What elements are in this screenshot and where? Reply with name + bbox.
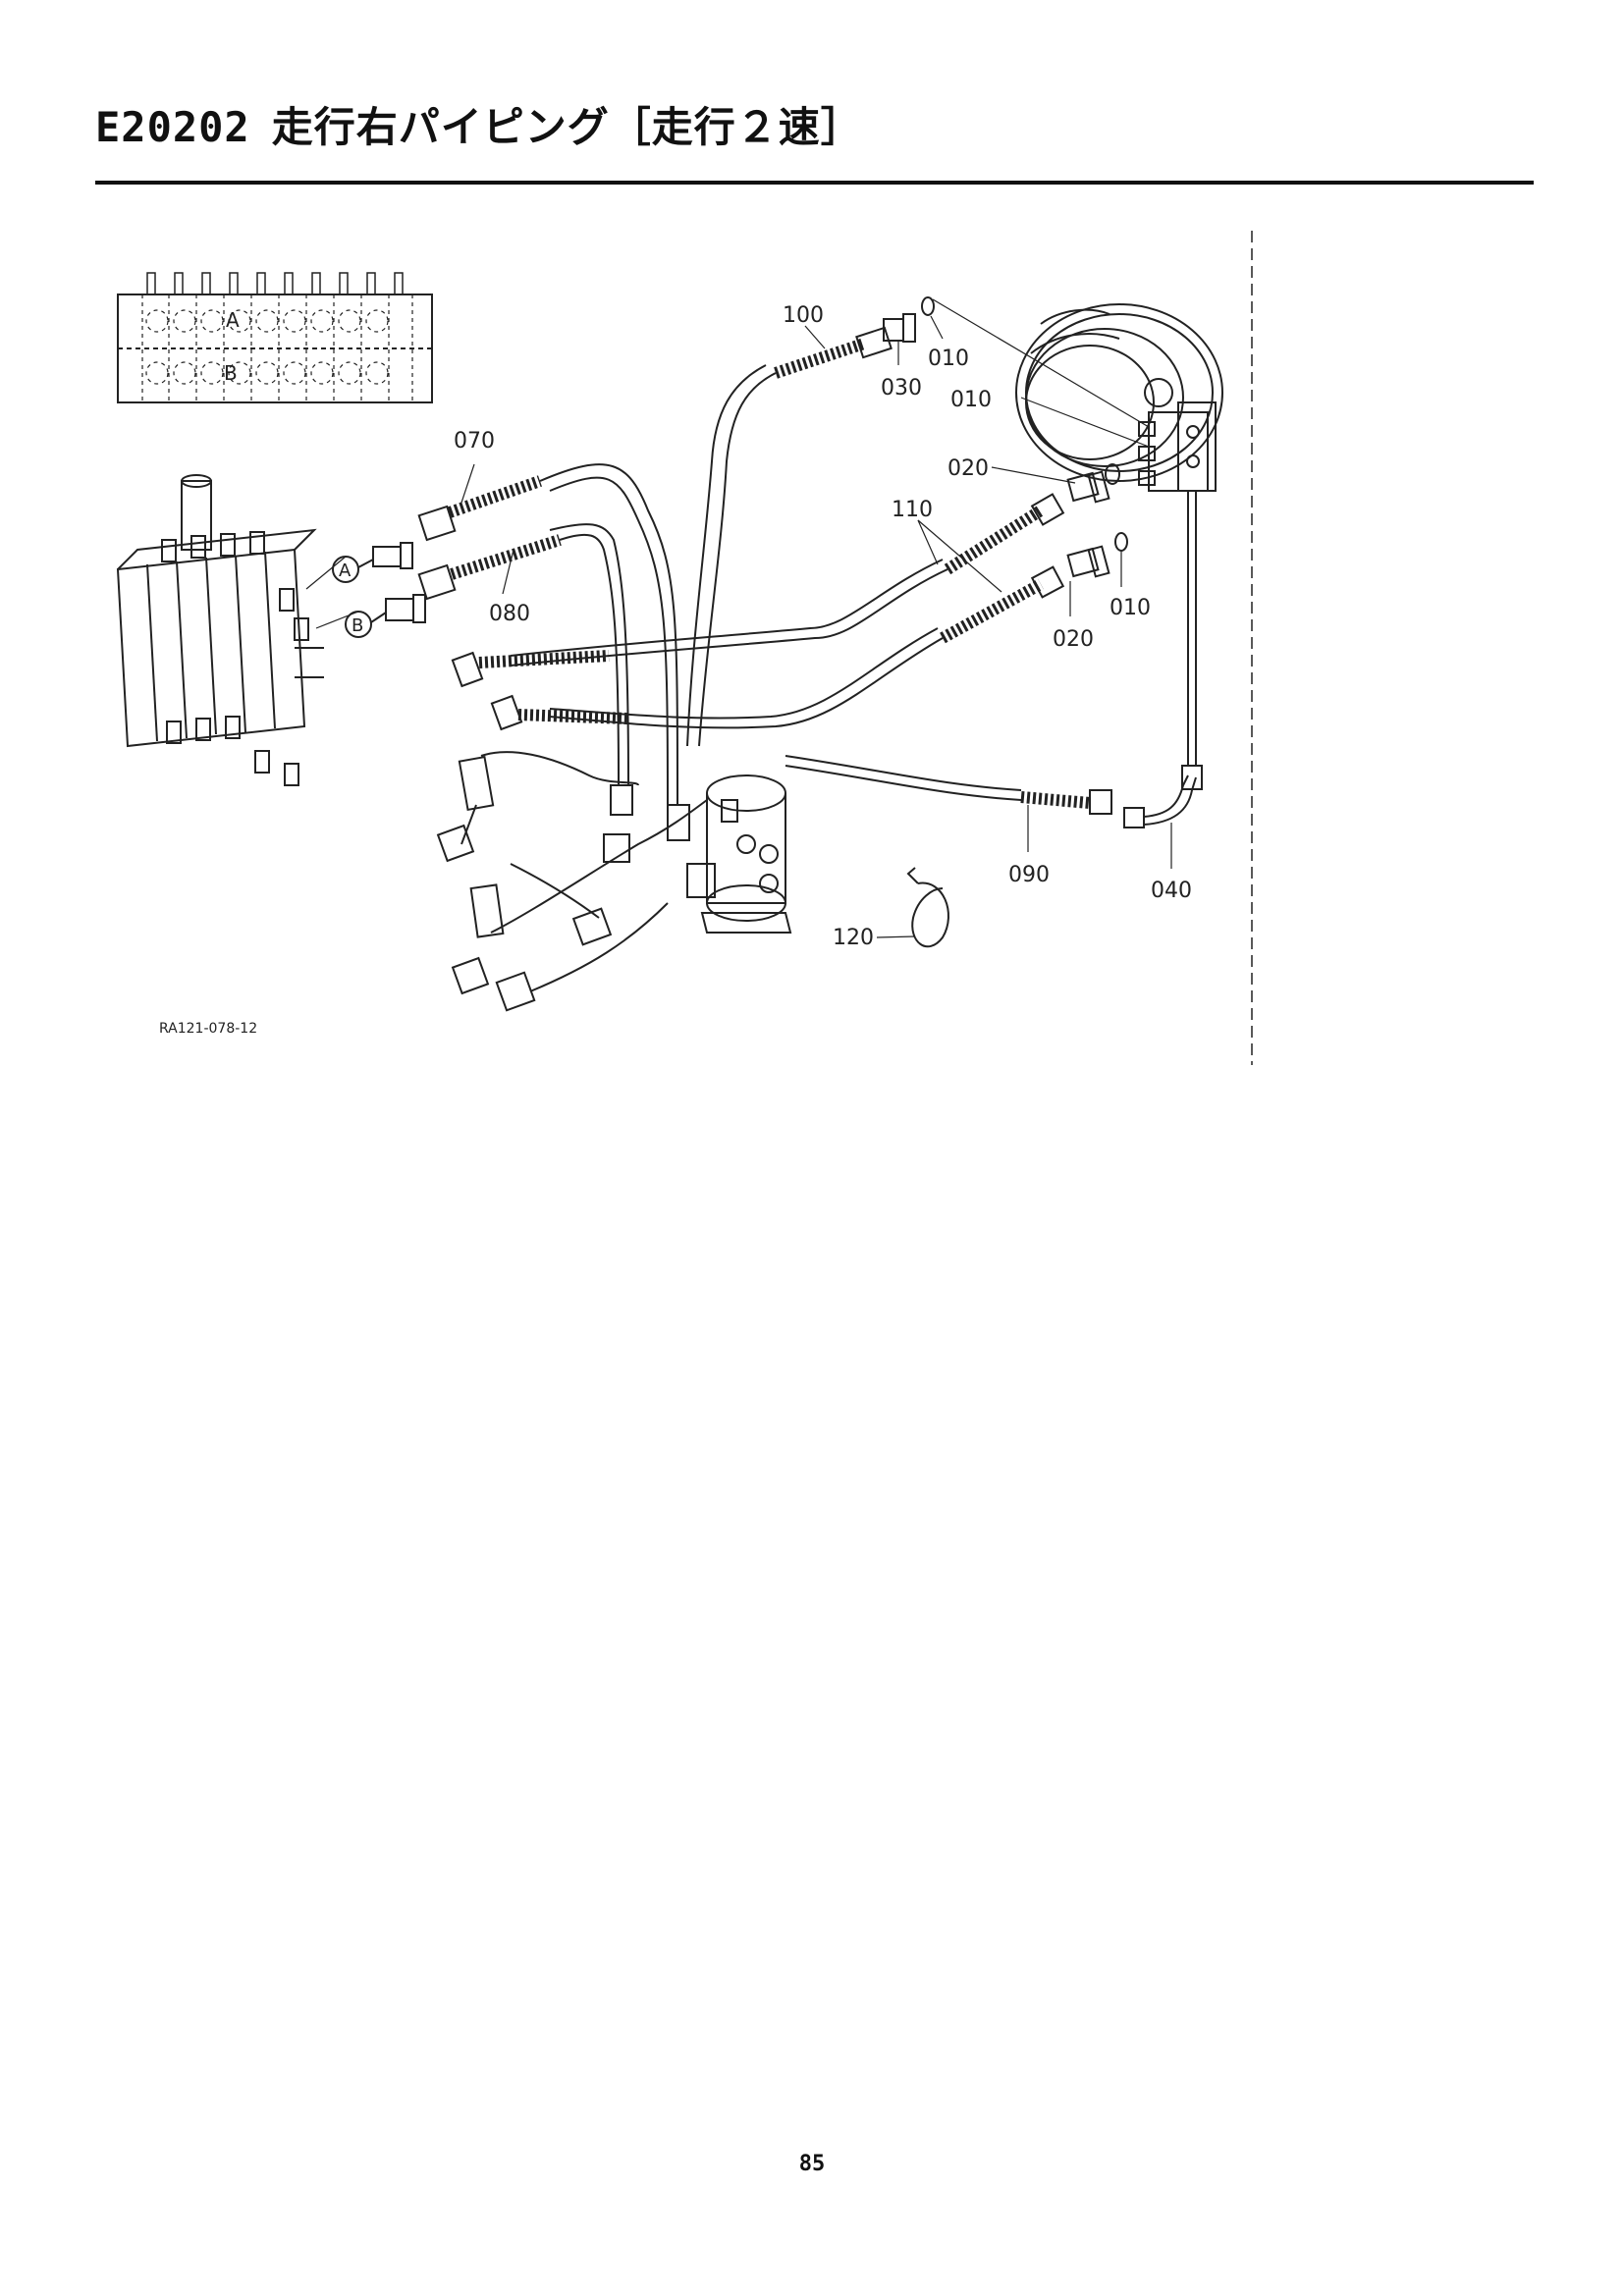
figure-code: RA121-078-12 <box>159 1021 257 1037</box>
control-valve-assembly <box>116 474 324 786</box>
circled-label-b: B <box>352 615 363 636</box>
fitting-a <box>332 542 413 583</box>
callout-040: 040 <box>1151 879 1192 903</box>
callout-020-low: 020 <box>1053 627 1094 652</box>
page-title: E20202 走行右パイピング［走行２速］ <box>95 94 863 154</box>
inset-port-label-b: B <box>224 361 238 385</box>
callout-090: 090 <box>1008 863 1050 887</box>
swivel-joint <box>686 774 792 934</box>
hose-110-upper <box>510 493 1065 667</box>
callout-010-top: 010 <box>928 347 969 371</box>
o-ring-010-mid <box>1105 463 1120 485</box>
fitting-030 <box>883 313 916 343</box>
fitting-020-low <box>1066 545 1110 578</box>
callout-010-mid: 010 <box>950 388 992 412</box>
callout-070: 070 <box>454 429 495 454</box>
o-ring-010-top <box>921 296 935 316</box>
hose-080 <box>417 523 633 816</box>
valve-block-inset <box>117 272 433 403</box>
callout-020-top: 020 <box>947 456 989 481</box>
hose-100 <box>686 326 893 747</box>
callout-010-low: 010 <box>1110 596 1151 620</box>
hose-070 <box>417 463 678 806</box>
o-ring-010-low <box>1114 532 1128 552</box>
section-code: E20202 <box>95 103 250 151</box>
callout-120: 120 <box>833 926 874 950</box>
clamp-120 <box>906 867 949 948</box>
inset-port-label-a: A <box>226 308 240 332</box>
fitting-040 <box>1123 765 1203 828</box>
left-hose-ends <box>436 650 708 1012</box>
callout-080: 080 <box>489 602 530 626</box>
piping-diagram: A B A B 100 010 030 010 020 110 070 080 … <box>116 231 1253 1065</box>
page-number: 85 <box>798 2152 826 2176</box>
title-rule <box>95 181 1534 185</box>
travel-motor <box>1015 303 1223 766</box>
callout-110: 110 <box>892 498 933 522</box>
callout-100: 100 <box>783 303 824 328</box>
hose-070-end-fitting <box>667 804 690 841</box>
callout-030: 030 <box>881 376 922 400</box>
circled-label-a: A <box>339 561 352 581</box>
section-title: 走行右パイピング［走行２速］ <box>271 103 863 151</box>
leader-lines <box>305 298 1172 938</box>
hose-090 <box>785 755 1112 815</box>
page-header: E20202 走行右パイピング［走行２速］ <box>95 94 863 154</box>
fitting-020-top <box>1066 470 1110 504</box>
